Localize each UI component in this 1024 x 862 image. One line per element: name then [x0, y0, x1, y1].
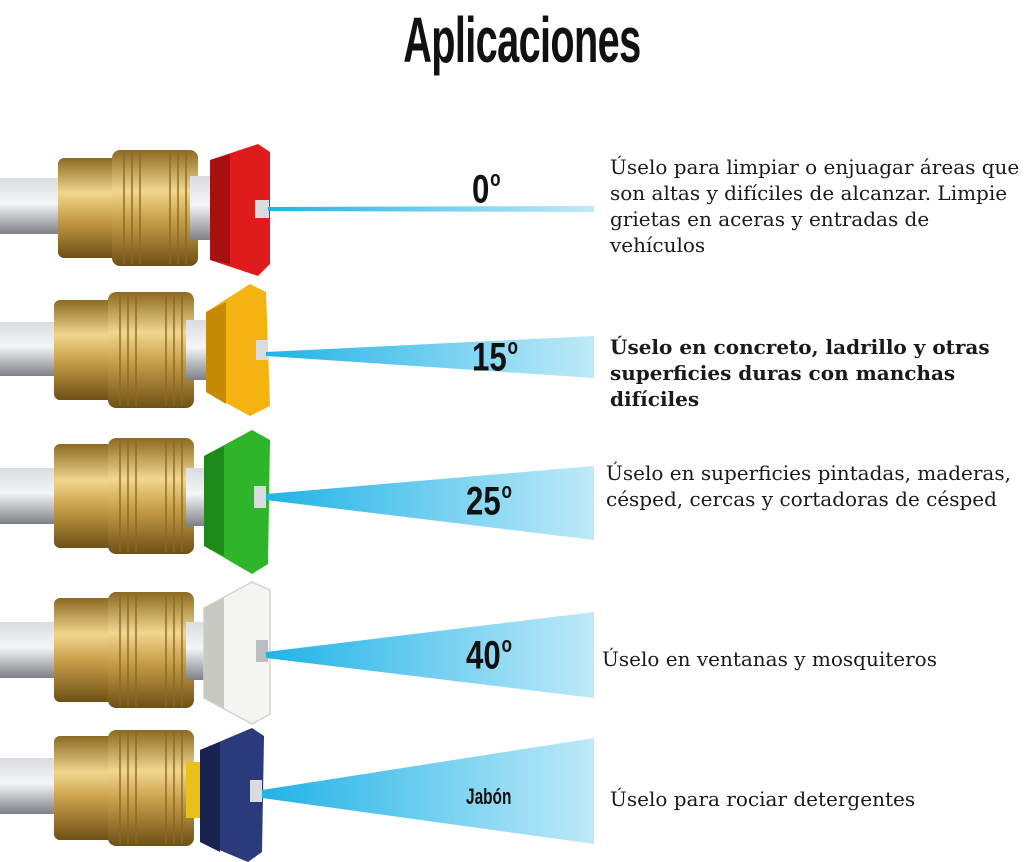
description-4: Úselo para rociar detergentes	[610, 787, 916, 811]
nozzle-row-2: 25o Úselo en superficies pintadas, mader…	[0, 428, 1024, 578]
page-title: Aplicaciones	[403, 4, 641, 76]
description-1: Úselo en concreto, ladrillo y otras supe…	[610, 335, 990, 411]
white-nozzle-image	[0, 581, 594, 725]
angle-label-1: 15o	[472, 334, 518, 380]
angle-label-2: 25o	[466, 478, 512, 524]
nozzle-row-4: Jabón Úselo para rociar detergentes	[0, 728, 1024, 862]
nozzle-row-3: 40o Úselo en ventanas y mosquiteros	[0, 580, 1024, 728]
yellow-nozzle-image	[0, 284, 594, 416]
soap-label: Jabón	[466, 784, 512, 810]
description-3: Úselo en ventanas y mosquiteros	[602, 647, 937, 671]
angle-label-3: 40o	[466, 632, 512, 678]
blue-soap-nozzle-image	[0, 728, 594, 862]
red-nozzle-image	[0, 144, 594, 276]
angle-label-0: 0o	[472, 166, 501, 212]
description-0: Úselo para limpiar o enjuagar áreas que …	[610, 155, 1020, 257]
green-nozzle-image	[0, 430, 594, 574]
nozzle-row-0: 0o Úselo para limpiar o enjuagar áreas q…	[0, 140, 1024, 280]
nozzle-row-1: 15o Úselo en concreto, ladrillo y otras …	[0, 282, 1024, 422]
description-2: Úselo en superficies pintadas, maderas, …	[606, 461, 1011, 511]
